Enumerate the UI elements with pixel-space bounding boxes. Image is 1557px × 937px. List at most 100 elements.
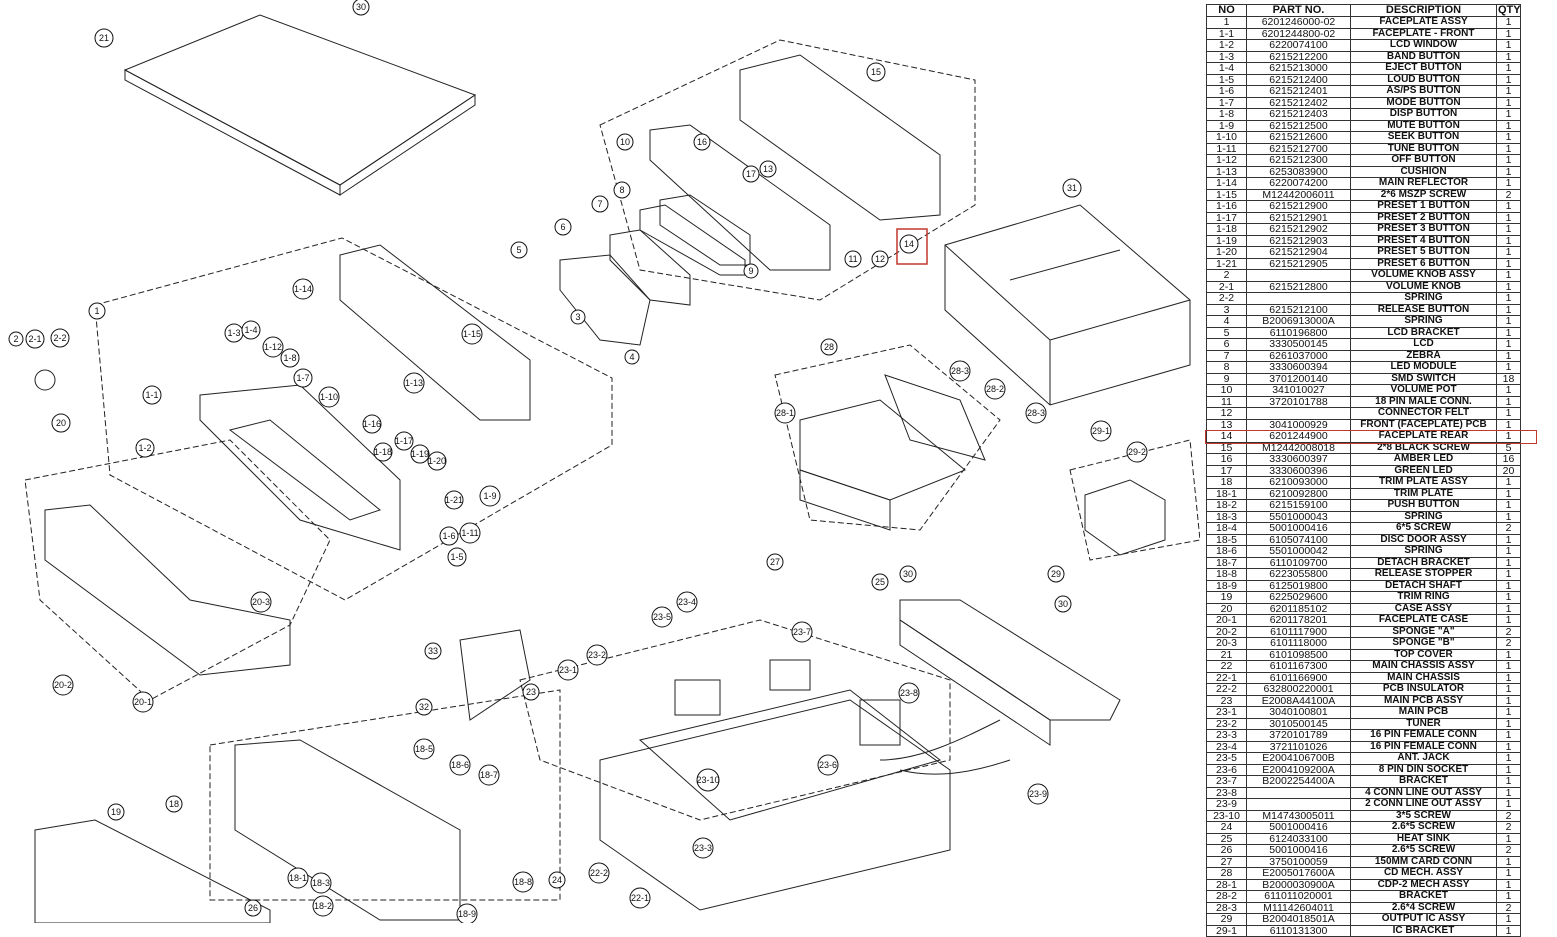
callout-5: 5 <box>510 241 528 259</box>
cell-no: 23-1 <box>1206 706 1247 719</box>
cell-part-no: 6215212901 <box>1246 211 1351 224</box>
cell-no: 18-4 <box>1206 522 1247 535</box>
cell-description: 2 CONN LINE OUT ASSY <box>1350 798 1497 811</box>
cell-part-no <box>1246 292 1351 305</box>
callout-1-2: 1-2 <box>135 438 155 458</box>
cell-description: LCD WINDOW <box>1350 39 1497 52</box>
cell-part-no: E2004109200A <box>1246 763 1351 776</box>
cell-qty: 1 <box>1496 487 1521 500</box>
svg-text:33: 33 <box>428 646 438 656</box>
callout-18: 18 <box>165 795 183 813</box>
cell-description: TRIM PLATE ASSY <box>1350 476 1497 489</box>
svg-text:1-1: 1-1 <box>145 390 158 400</box>
cell-qty: 2 <box>1496 901 1521 914</box>
cell-description: HEAT SINK <box>1350 832 1497 845</box>
callout-26: 26 <box>244 899 262 917</box>
cell-part-no: 6215212905 <box>1246 257 1351 270</box>
cell-description: ZEBRA <box>1350 349 1497 362</box>
cell-description: FRONT (FACEPLATE) PCB <box>1350 418 1497 431</box>
svg-text:1-4: 1-4 <box>244 325 257 335</box>
callout-18-3: 18-3 <box>310 872 332 894</box>
cell-description: DETACH BRACKET <box>1350 556 1497 569</box>
cell-qty: 1 <box>1496 246 1521 259</box>
exploded-view-diagram: 21 30 15 31 10 16 17 13 8 7 6 5 9 11 12 … <box>8 0 1200 923</box>
cell-qty: 1 <box>1496 752 1521 765</box>
svg-text:26: 26 <box>248 903 258 913</box>
cell-no: 20-2 <box>1206 625 1247 638</box>
cell-description: MAIN PCB <box>1350 706 1497 719</box>
callout-1-1: 1-1 <box>142 385 162 405</box>
cell-description: 150MM CARD CONN <box>1350 855 1497 868</box>
cell-description: FACEPLATE ASSY <box>1350 16 1497 29</box>
cell-qty: 2 <box>1496 522 1521 535</box>
cell-no: 18-9 <box>1206 579 1247 592</box>
cell-description: SPRING <box>1350 510 1497 523</box>
main-chassis-drawing <box>599 699 951 911</box>
cell-description: OFF BUTTON <box>1350 154 1497 167</box>
cell-part-no: 6110131300 <box>1246 924 1351 937</box>
cell-part-no: 6225029600 <box>1246 591 1351 604</box>
cell-description: BAND BUTTON <box>1350 50 1497 63</box>
cell-qty: 1 <box>1496 62 1521 75</box>
cell-part-no: 3010500145 <box>1246 717 1351 730</box>
cell-part-no: 5501000042 <box>1246 545 1351 558</box>
cell-part-no: M11142604011 <box>1246 901 1351 914</box>
cell-description: SPRING <box>1350 315 1497 328</box>
cell-part-no: 6101166900 <box>1246 671 1351 684</box>
svg-text:18-7: 18-7 <box>480 770 498 780</box>
cell-no: 22-1 <box>1206 671 1247 684</box>
callout-11: 11 <box>844 250 862 268</box>
svg-text:20-2: 20-2 <box>54 680 72 690</box>
cell-part-no: 6101117900 <box>1246 625 1351 638</box>
cell-qty: 1 <box>1496 234 1521 247</box>
line-out-cable-2-drawing <box>899 759 1011 775</box>
cell-part-no: 6215212402 <box>1246 96 1351 109</box>
cell-part-no: 6215212903 <box>1246 234 1351 247</box>
cell-qty: 1 <box>1496 85 1521 98</box>
cell-description: MAIN CHASSIS <box>1350 671 1497 684</box>
callout-1-14: 1-14 <box>292 278 314 300</box>
cell-qty: 1 <box>1496 349 1521 362</box>
callout-1-17: 1-17 <box>394 431 414 451</box>
cell-description: 2.6*5 SCREW <box>1350 844 1497 857</box>
cell-qty: 1 <box>1496 867 1521 880</box>
cell-description: MUTE BUTTON <box>1350 119 1497 132</box>
cell-no: 9 <box>1206 372 1247 385</box>
cell-no: 28 <box>1206 867 1247 880</box>
cell-part-no: 3720101789 <box>1246 729 1351 742</box>
callout-23-9: 23-9 <box>1027 783 1049 805</box>
cell-qty: 1 <box>1496 591 1521 604</box>
svg-text:23-10: 23-10 <box>696 775 719 785</box>
cell-part-no: 341010027 <box>1246 384 1351 397</box>
cell-part-no: 6261037000 <box>1246 349 1351 362</box>
svg-text:1-8: 1-8 <box>283 353 296 363</box>
cell-part-no <box>1246 407 1351 420</box>
callout-16: 16 <box>693 133 711 151</box>
svg-text:2-2: 2-2 <box>53 333 66 343</box>
cell-qty: 1 <box>1496 786 1521 799</box>
callout-28: 28 <box>820 338 838 356</box>
callout-1-3: 1-3 <box>224 323 244 343</box>
cell-description: SPRING <box>1350 292 1497 305</box>
cell-part-no: 6215212600 <box>1246 131 1351 144</box>
heat-sink-drawing <box>899 599 1121 746</box>
callout-18-7: 18-7 <box>478 764 500 786</box>
cell-no: 1-14 <box>1206 177 1247 190</box>
callout-1-11: 1-11 <box>459 522 481 544</box>
svg-text:1-7: 1-7 <box>296 373 309 383</box>
cell-description: CDP-2 MECH ASSY <box>1350 878 1497 891</box>
cell-description: GREEN LED <box>1350 464 1497 477</box>
cell-part-no: 6110109700 <box>1246 556 1351 569</box>
